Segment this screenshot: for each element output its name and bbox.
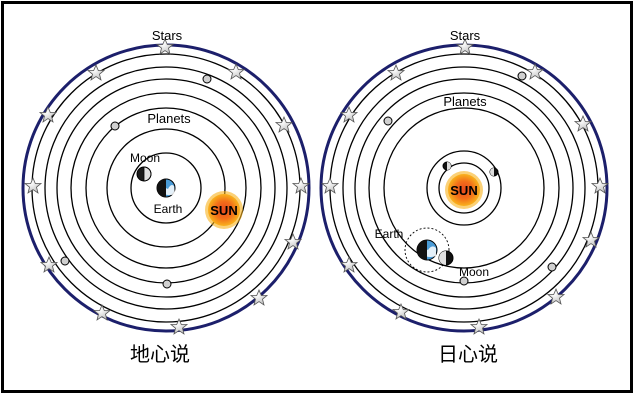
star-icon	[86, 63, 106, 81]
geo-sun	[205, 191, 243, 229]
geo-sun-label: SUN	[210, 203, 237, 218]
geo-earth-label: Earth	[154, 202, 183, 216]
star-icon	[155, 37, 175, 55]
helio-moon-label: Moon	[459, 265, 489, 279]
star-icon	[23, 176, 43, 194]
star-icon	[391, 302, 411, 320]
planet-dot	[202, 74, 212, 84]
star-icon	[455, 37, 475, 55]
helio-moon-orbit	[404, 227, 450, 273]
star-icon	[274, 115, 294, 133]
helio-caption: 日心说	[438, 342, 498, 366]
helio-earth-label: Earth	[375, 227, 404, 241]
star-icon	[339, 105, 359, 123]
geo-moon	[136, 166, 152, 182]
star-icon	[546, 287, 566, 305]
planet-dot	[383, 116, 393, 126]
geo-stars	[23, 37, 311, 335]
image-frame	[1, 1, 633, 393]
star-icon	[249, 288, 269, 306]
geo-earth	[156, 178, 176, 198]
star-icon	[386, 63, 406, 81]
helio-moon	[438, 250, 454, 266]
geo-stars-label: Stars	[152, 28, 183, 43]
star-icon	[291, 176, 311, 194]
star-icon	[226, 62, 246, 80]
planet-dot	[162, 279, 172, 289]
star-icon	[573, 114, 593, 132]
planet-dot	[517, 71, 527, 81]
star-icon	[581, 230, 601, 248]
star-icon	[92, 303, 112, 321]
geo-moon-label: Moon	[130, 151, 160, 165]
geo-caption: 地心说	[130, 342, 190, 366]
planet-dot	[60, 256, 70, 266]
planet-dot	[110, 121, 120, 131]
geo-planets	[60, 74, 212, 289]
planet-dot	[459, 276, 469, 286]
star-icon	[283, 232, 303, 250]
helio-planets	[383, 71, 557, 286]
helio-inner-planets	[442, 161, 499, 177]
geo-planets-label: Planets	[147, 111, 191, 126]
star-icon	[169, 317, 189, 335]
star-icon	[525, 62, 545, 80]
helio-stars-label: Stars	[450, 28, 481, 43]
star-icon	[339, 255, 359, 273]
helio-planets-label: Planets	[443, 94, 487, 109]
star-icon	[469, 317, 489, 335]
helio-earth	[416, 239, 438, 261]
star-icon	[39, 255, 59, 273]
geocentric-model: Stars Planets Moon Earth SUN 地心说	[21, 28, 311, 366]
heliocentric-model: Stars Planets SUN Earth Moon 日心说	[319, 28, 610, 366]
helio-orbits	[329, 53, 599, 323]
star-icon	[38, 105, 58, 123]
helio-sun-label: SUN	[450, 183, 477, 198]
star-icon	[590, 176, 610, 194]
helio-sun	[445, 171, 483, 209]
planet-dot	[547, 262, 557, 272]
star-icon	[320, 176, 340, 194]
helio-stars	[320, 37, 610, 335]
